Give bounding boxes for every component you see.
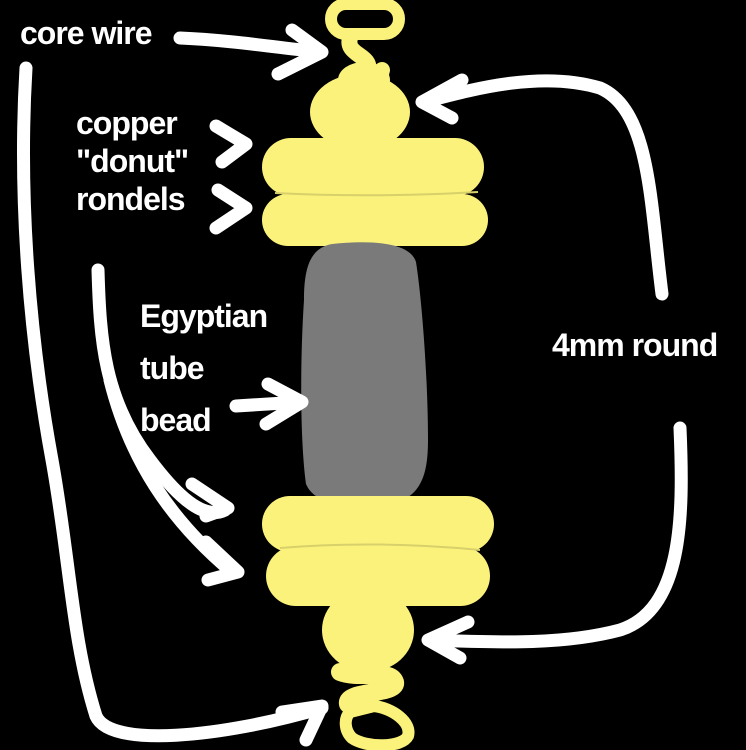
top-round-bead [310,74,410,150]
top-round-bead-cap [338,62,390,98]
core-wire-top-arrowhead [271,23,329,81]
egyptian-tube-bead-label-line-1: Egyptian [140,298,268,334]
bottom-wire-wrap [331,663,404,713]
bottom-wire-loop [339,700,415,750]
round-bottom-arrowhead [421,615,475,665]
rondel-arrow-top [209,119,253,169]
bottom-rondel-seam [279,543,481,551]
round-top-arrow [417,74,669,301]
bottom-rondel-2 [266,546,490,606]
tube-bead-arrowhead [259,377,309,431]
rondel-bottom-arrowhead-2 [199,535,245,587]
top-rondel-2 [262,194,488,246]
copper-rondels-label-line-1: copper [76,105,178,141]
core-wire-bottom-arrow [17,61,329,743]
core-wire-bottom-arrowhead [275,699,329,747]
egyptian-tube-bead-label-line-2: tube [140,350,205,386]
bottom-rondel-1 [262,496,494,552]
round-top-arrowhead [415,73,469,125]
top-rondel-1 [262,138,484,196]
core-wire-top-arrow [173,31,327,59]
annotation-arrows [17,23,688,747]
rondel-bottom-arrows [91,263,232,520]
top-rondel-seam [274,191,479,197]
egyptian-tube-bead [301,242,428,507]
copper-rondels-label-line-3: rondels [76,181,186,217]
core-wire-label: core wire [20,15,153,51]
rondel-arrow-mid [209,183,253,235]
egyptian-tube-bead-label-line-3: bead [140,402,212,438]
bottom-round-bead [322,588,414,672]
egyptian-tube-bead-label: Egyptian tube bead [140,290,268,446]
round-bottom-arrow [423,421,688,649]
copper-rondels-label-line-2: "donut" [76,143,189,179]
top-wire-loop [325,0,405,40]
copper-rondels-label: copper "donut" rondels [76,104,189,218]
round-bead-label: 4mm round [552,327,718,363]
rondel-bottom-arrowhead-1 [185,477,235,523]
